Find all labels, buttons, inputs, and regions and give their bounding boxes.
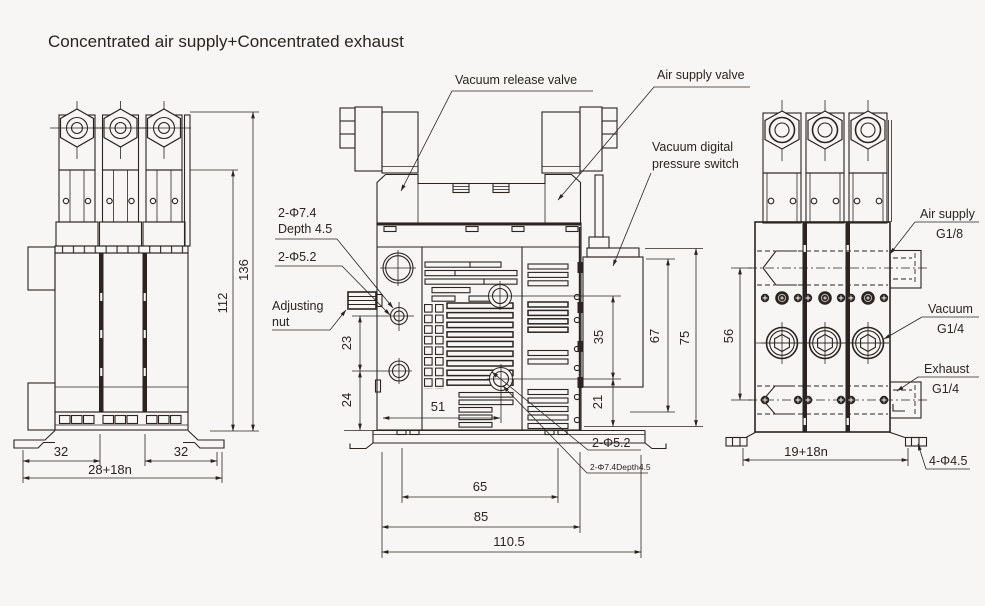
air-supply-passage: [748, 249, 927, 289]
dim-35: 35: [591, 330, 606, 344]
vacuum-release-valve: [339, 106, 419, 174]
dim-85: 85: [474, 509, 488, 524]
spring-screws: [452, 182, 510, 194]
dim-110-5: 110.5: [493, 534, 525, 549]
dim-51: 51: [431, 399, 445, 414]
mounting-hole-upper: [352, 302, 414, 331]
label-through-hole: 2-Φ5.2: [278, 250, 317, 264]
foot-right: [183, 430, 225, 449]
vent-slats-right: [527, 262, 583, 430]
dim-24: 24: [339, 393, 354, 407]
mounting-slots: [58, 414, 182, 425]
front-dimensions: 112 136 32 32 28+18n: [22, 111, 259, 483]
dim-pitch-28-18n: 28+18n: [88, 462, 132, 477]
drawing-title: Concentrated air supply+Concentrated exh…: [48, 32, 404, 51]
side-bracket-lower: [27, 382, 56, 431]
dim-32-left: 32: [54, 444, 68, 459]
base-plate: [349, 429, 667, 450]
mounting-hole-lower: [352, 358, 412, 384]
label-vacuum-release-valve: Vacuum release valve: [455, 73, 577, 87]
vent-slats-bottom: [458, 391, 514, 428]
counterbore-hole-lower: [487, 364, 621, 423]
center-callouts: Vacuum release valve Air supply valve Va…: [272, 68, 750, 474]
air-supply-valve: [541, 106, 618, 174]
label-feet-holes: 4-Φ4.5: [929, 454, 968, 468]
label-vacuum: Vacuum: [928, 302, 973, 316]
dim-75: 75: [677, 331, 692, 345]
label-pressure-switch-2: pressure switch: [652, 157, 739, 171]
vacuum-adjust-port: [380, 250, 416, 286]
dim-23: 23: [339, 336, 354, 350]
dim-65: 65: [473, 479, 487, 494]
label-adjusting-nut-1: Adjusting: [272, 299, 323, 313]
dim-pitch-19-18n: 19+18n: [784, 444, 828, 459]
counterbore-hole-upper: [486, 281, 621, 310]
front-view: 112 136 32 32 28+18n: [13, 100, 259, 483]
pressure-switch: [582, 174, 644, 388]
label-air-supply-thread: G1/8: [936, 227, 963, 241]
vent-slats-middle: [446, 302, 514, 386]
label-counterbore-bottom: 2-Φ7.4Depth4.5: [590, 462, 651, 472]
exhaust-port: [889, 381, 922, 419]
side-dimensions: 56 19+18n: [721, 267, 909, 466]
label-through-hole-bottom: 2-Φ5.2: [592, 436, 631, 450]
screws-upper: [760, 290, 889, 306]
air-supply-port: [889, 249, 922, 289]
label-pressure-switch-1: Vacuum digital: [652, 140, 733, 154]
side-bracket-upper: [27, 246, 56, 291]
label-adjusting-nut-2: nut: [272, 315, 290, 329]
ejector-head: [376, 173, 582, 223]
dim-21: 21: [590, 395, 605, 409]
dim-67: 67: [647, 329, 662, 343]
label-exhaust-thread: G1/4: [932, 382, 959, 396]
dim-136: 136: [236, 259, 251, 281]
center-view: Vacuum release valve Air supply valve Va…: [272, 68, 750, 558]
foot-left: [13, 430, 56, 449]
vacuum-ports: [756, 321, 890, 365]
side-feet: [725, 431, 928, 447]
manifold-body: [54, 252, 189, 413]
label-exhaust: Exhaust: [924, 362, 970, 376]
dim-56: 56: [721, 329, 736, 343]
side-callouts: Air supply G1/8 Vacuum G1/4 Exhaust G1/4…: [883, 207, 979, 470]
manifold-side-body: [754, 221, 891, 433]
label-air-supply: Air supply: [920, 207, 976, 221]
label-counterbore-1: 2-Φ7.4: [278, 206, 317, 220]
label-vacuum-thread: G1/4: [937, 322, 964, 336]
side-view: Air supply G1/8 Vacuum G1/4 Exhaust G1/4…: [721, 99, 979, 470]
center-dimensions: 23 24 51 35 21 67 75 65 85: [339, 248, 703, 558]
vent-grid: [424, 304, 446, 389]
label-counterbore-2: Depth 4.5: [278, 222, 332, 236]
label-air-supply-valve: Air supply valve: [657, 68, 745, 82]
dim-32-right: 32: [174, 444, 188, 459]
dim-112: 112: [215, 293, 230, 314]
